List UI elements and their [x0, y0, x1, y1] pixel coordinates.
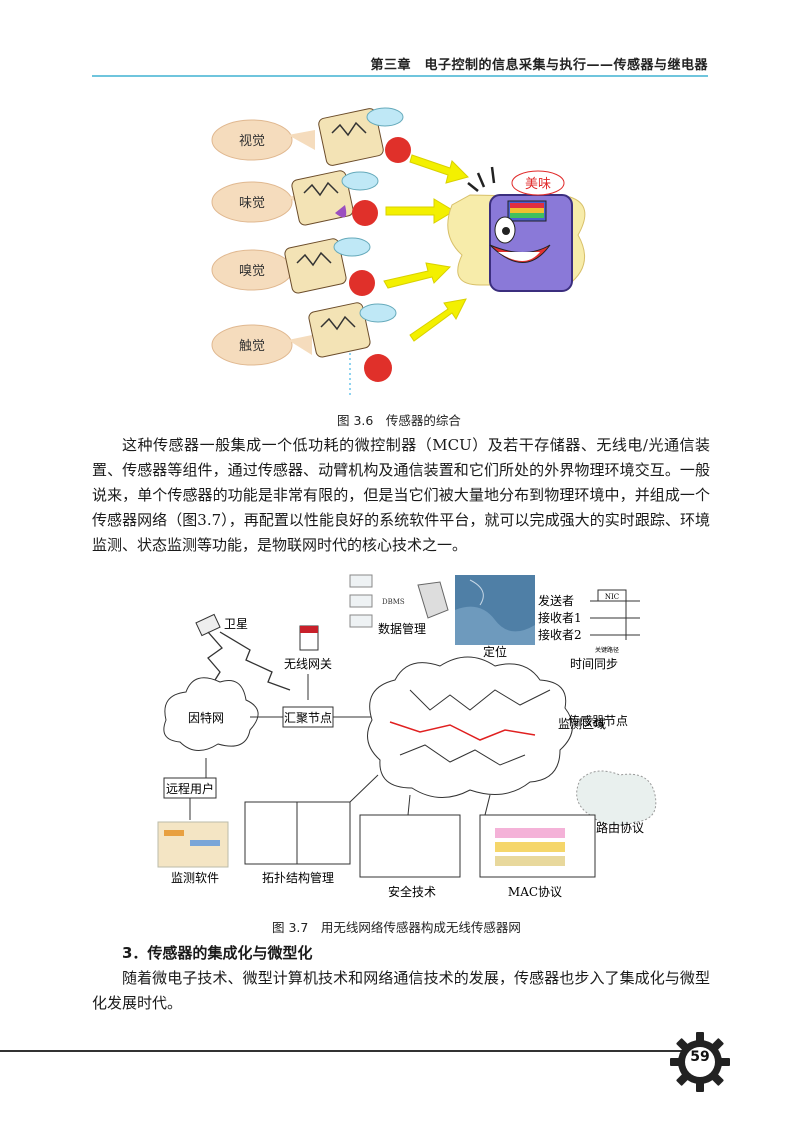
label-localization: 定位 — [483, 644, 507, 659]
sense-vision: 视觉 — [211, 119, 315, 161]
label-dbms: DBMS — [382, 598, 405, 606]
figure1-caption: 图 3.6 传感器的综合 — [337, 413, 461, 428]
label-remote-user: 远程用户 — [166, 781, 214, 796]
figure-wireless-sensor-network: DBMS 数据管理 定位 发送者 接收者1 接收者2 NIC 关键路径 时间同步… — [150, 570, 675, 910]
section-heading: 3．传感器的集成化与微型化 — [122, 944, 313, 962]
integrated-sensor-machine: 美味 — [447, 166, 586, 292]
label-receiver1: 接收者1 — [538, 610, 582, 625]
figure2-caption: 图 3.7 用无线网络传感器构成无线传感器网 — [272, 920, 521, 935]
time-sync-diagram: 发送者 接收者1 接收者2 NIC 关键路径 时间同步 — [538, 589, 640, 671]
label-critical-path: 关键路径 — [595, 646, 619, 654]
topology-management: 拓扑结构管理 — [244, 774, 379, 885]
label-wireless-gateway: 无线网关 — [284, 657, 332, 671]
label-smell: 嗅觉 — [239, 264, 265, 279]
label-monitor-software: 监测软件 — [171, 871, 219, 885]
chapter-title: 第三章 电子控制的信息采集与执行——传感器与继电器 — [370, 58, 708, 73]
label-taste: 味觉 — [239, 196, 265, 211]
data-management-diagram: DBMS 数据管理 — [349, 574, 449, 636]
localization-map: 定位 — [455, 575, 535, 659]
label-topology-management: 拓扑结构管理 — [262, 870, 334, 885]
internet-cloud: 因特网 — [163, 677, 259, 751]
body-paragraph-2: 随着微电子技术、微型计算机技术和网络通信技术的发展，传感器也步入了集成化与微型化… — [92, 966, 710, 1016]
sensor-character-smell — [284, 237, 375, 296]
paragraph-text: 这种传感器一般集成一个低功耗的微控制器（MCU）及若干存储器、无线电/光通信装置… — [92, 436, 710, 554]
label-vision: 视觉 — [239, 134, 265, 149]
yellow-arrows — [383, 154, 469, 342]
header-rule — [92, 75, 708, 77]
label-sender: 发送者 — [538, 593, 574, 608]
figure-sensor-integration: 视觉 味觉 嗅觉 触觉 — [211, 107, 586, 397]
label-satellite: 卫星 — [224, 617, 248, 631]
label-receiver2: 接收者2 — [538, 627, 582, 642]
label-internet: 因特网 — [188, 710, 224, 725]
label-routing-protocol: 路由协议 — [596, 820, 644, 835]
gear-icon — [670, 1032, 730, 1092]
sense-touch: 触觉 — [211, 324, 312, 366]
label-sensor-node: 传感器节点 — [568, 713, 628, 728]
label-data-management: 数据管理 — [378, 621, 426, 636]
body-paragraph-1: 这种传感器一般集成一个低功耗的微控制器（MCU）及若干存储器、无线电/光通信装置… — [92, 433, 710, 558]
sink-node: 汇聚节点 — [250, 706, 375, 728]
label-nic: NIC — [605, 593, 619, 601]
monitor-software: 监测软件 — [157, 821, 229, 885]
label-tasty: 美味 — [525, 177, 551, 192]
page-number: 59 — [690, 1049, 710, 1065]
paragraph-text: 随着微电子技术、微型计算机技术和网络通信技术的发展，传感器也步入了集成化与微型化… — [92, 969, 710, 1012]
label-sink-node: 汇聚节点 — [284, 711, 332, 725]
sensor-character-taste — [291, 170, 379, 226]
label-mac-protocol: MAC协议 — [508, 884, 562, 899]
satellite-icon: 卫星 — [195, 613, 291, 691]
label-touch: 触觉 — [239, 339, 265, 354]
mac-protocol: MAC协议 — [479, 794, 596, 899]
wireless-gateway: 无线网关 — [284, 625, 332, 700]
routing-protocol: 路由协议 — [576, 770, 657, 835]
label-time-sync: 时间同步 — [570, 657, 618, 671]
label-monitor-area: 监测区域 — [558, 717, 606, 731]
label-security: 安全技术 — [388, 884, 436, 899]
page-header: 第三章 电子控制的信息采集与执行——传感器与继电器 — [0, 0, 800, 80]
remote-user: 远程用户 — [163, 758, 217, 820]
security-technology: 安全技术 — [359, 794, 461, 899]
monitoring-area: 监测区域 传感器节点 — [367, 656, 628, 799]
sensor-character-vision — [318, 107, 411, 166]
footer-rule — [0, 1050, 690, 1052]
sensor-character-touch — [308, 302, 397, 397]
